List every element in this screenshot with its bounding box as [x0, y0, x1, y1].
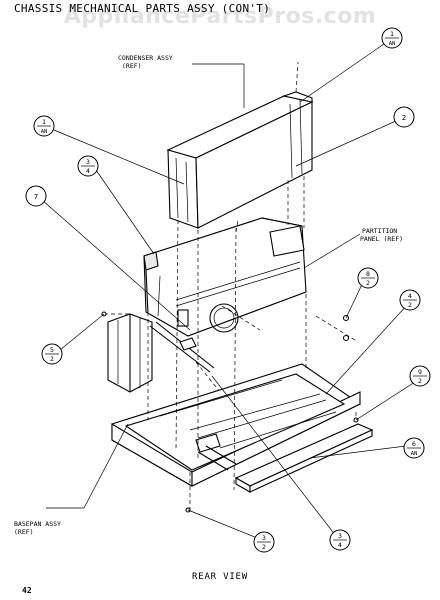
page-number: 42 — [22, 586, 32, 595]
callout-3-4-upper-num: 3 — [86, 158, 90, 166]
callout-1-an-top-suffix: AN — [389, 41, 396, 47]
callout-8-2-num: 8 — [366, 270, 370, 278]
side-bracket-part — [104, 313, 153, 393]
callout-8-2-den: 2 — [366, 279, 370, 287]
leader-lines — [41, 43, 419, 541]
callout-5-2: 5 2 — [41, 343, 63, 365]
view-caption: REAR VIEW — [192, 572, 248, 582]
basepan-ref-label: (REF) — [14, 528, 34, 536]
callout-1-an-left-number: 1 — [42, 118, 46, 126]
callout-3-4-lower-den: 4 — [338, 541, 342, 549]
watermark: AppliancePartsPros.com — [63, 4, 377, 29]
callout-6-an-suffix: AN — [411, 451, 418, 457]
callout-3-4-lower-num: 3 — [338, 532, 342, 540]
callout-3-2: 3 2 — [253, 531, 275, 553]
callout-2: 2 — [393, 106, 415, 128]
callout-7: 7 — [25, 185, 47, 207]
callout-7-number: 7 — [34, 193, 38, 201]
diagram-title: CHASSIS MECHANICAL PARTS ASSY (CON'T) — [14, 2, 271, 15]
assembly-guide-lines — [147, 176, 359, 510]
callout-4-2-num: 4 — [408, 292, 412, 300]
callout-9-2-num: 9 — [418, 368, 422, 376]
callout-1-an-top: 1 AN — [381, 27, 403, 49]
basepan-assy-label: BASEPAN ASSY — [14, 520, 61, 528]
front-rail-part — [234, 423, 374, 493]
partition-panel-part — [143, 217, 307, 337]
callout-3-4-upper: 3 4 — [77, 155, 99, 177]
callout-5-2-num: 5 — [50, 346, 54, 354]
callout-3-4-lower: 3 4 — [329, 529, 351, 551]
partition-panel-ref-label: PANEL (REF) — [360, 235, 403, 243]
condenser-assy-part — [166, 61, 314, 229]
callout-8-2: 8 2 — [357, 267, 379, 289]
callout-3-2-num: 3 — [262, 534, 266, 542]
callout-2-number: 2 — [402, 114, 406, 122]
callout-3-4-upper-den: 4 — [86, 167, 90, 175]
basepan-part — [111, 363, 362, 487]
callout-4-2: 4 2 — [399, 289, 421, 311]
callout-9-2-den: 2 — [418, 377, 422, 385]
condenser-assy-label: CONDENSER ASSY — [118, 54, 173, 62]
shaft-part — [149, 305, 261, 393]
partition-panel-label: PARTITION — [362, 227, 397, 235]
callout-3-2-den: 2 — [262, 543, 266, 551]
callout-6-an: 6 AN — [403, 437, 425, 459]
callout-9-2: 9 2 — [409, 365, 431, 387]
callout-6-an-number: 6 — [412, 440, 416, 448]
callout-5-2-den: 2 — [50, 355, 54, 363]
callout-1-an-top-number: 1 — [390, 30, 394, 38]
callout-4-2-den: 2 — [408, 301, 412, 309]
callout-1-an-left: 1 AN — [33, 115, 55, 137]
callout-1-an-left-suffix: AN — [41, 129, 48, 135]
condenser-ref-label: (REF) — [122, 62, 142, 70]
